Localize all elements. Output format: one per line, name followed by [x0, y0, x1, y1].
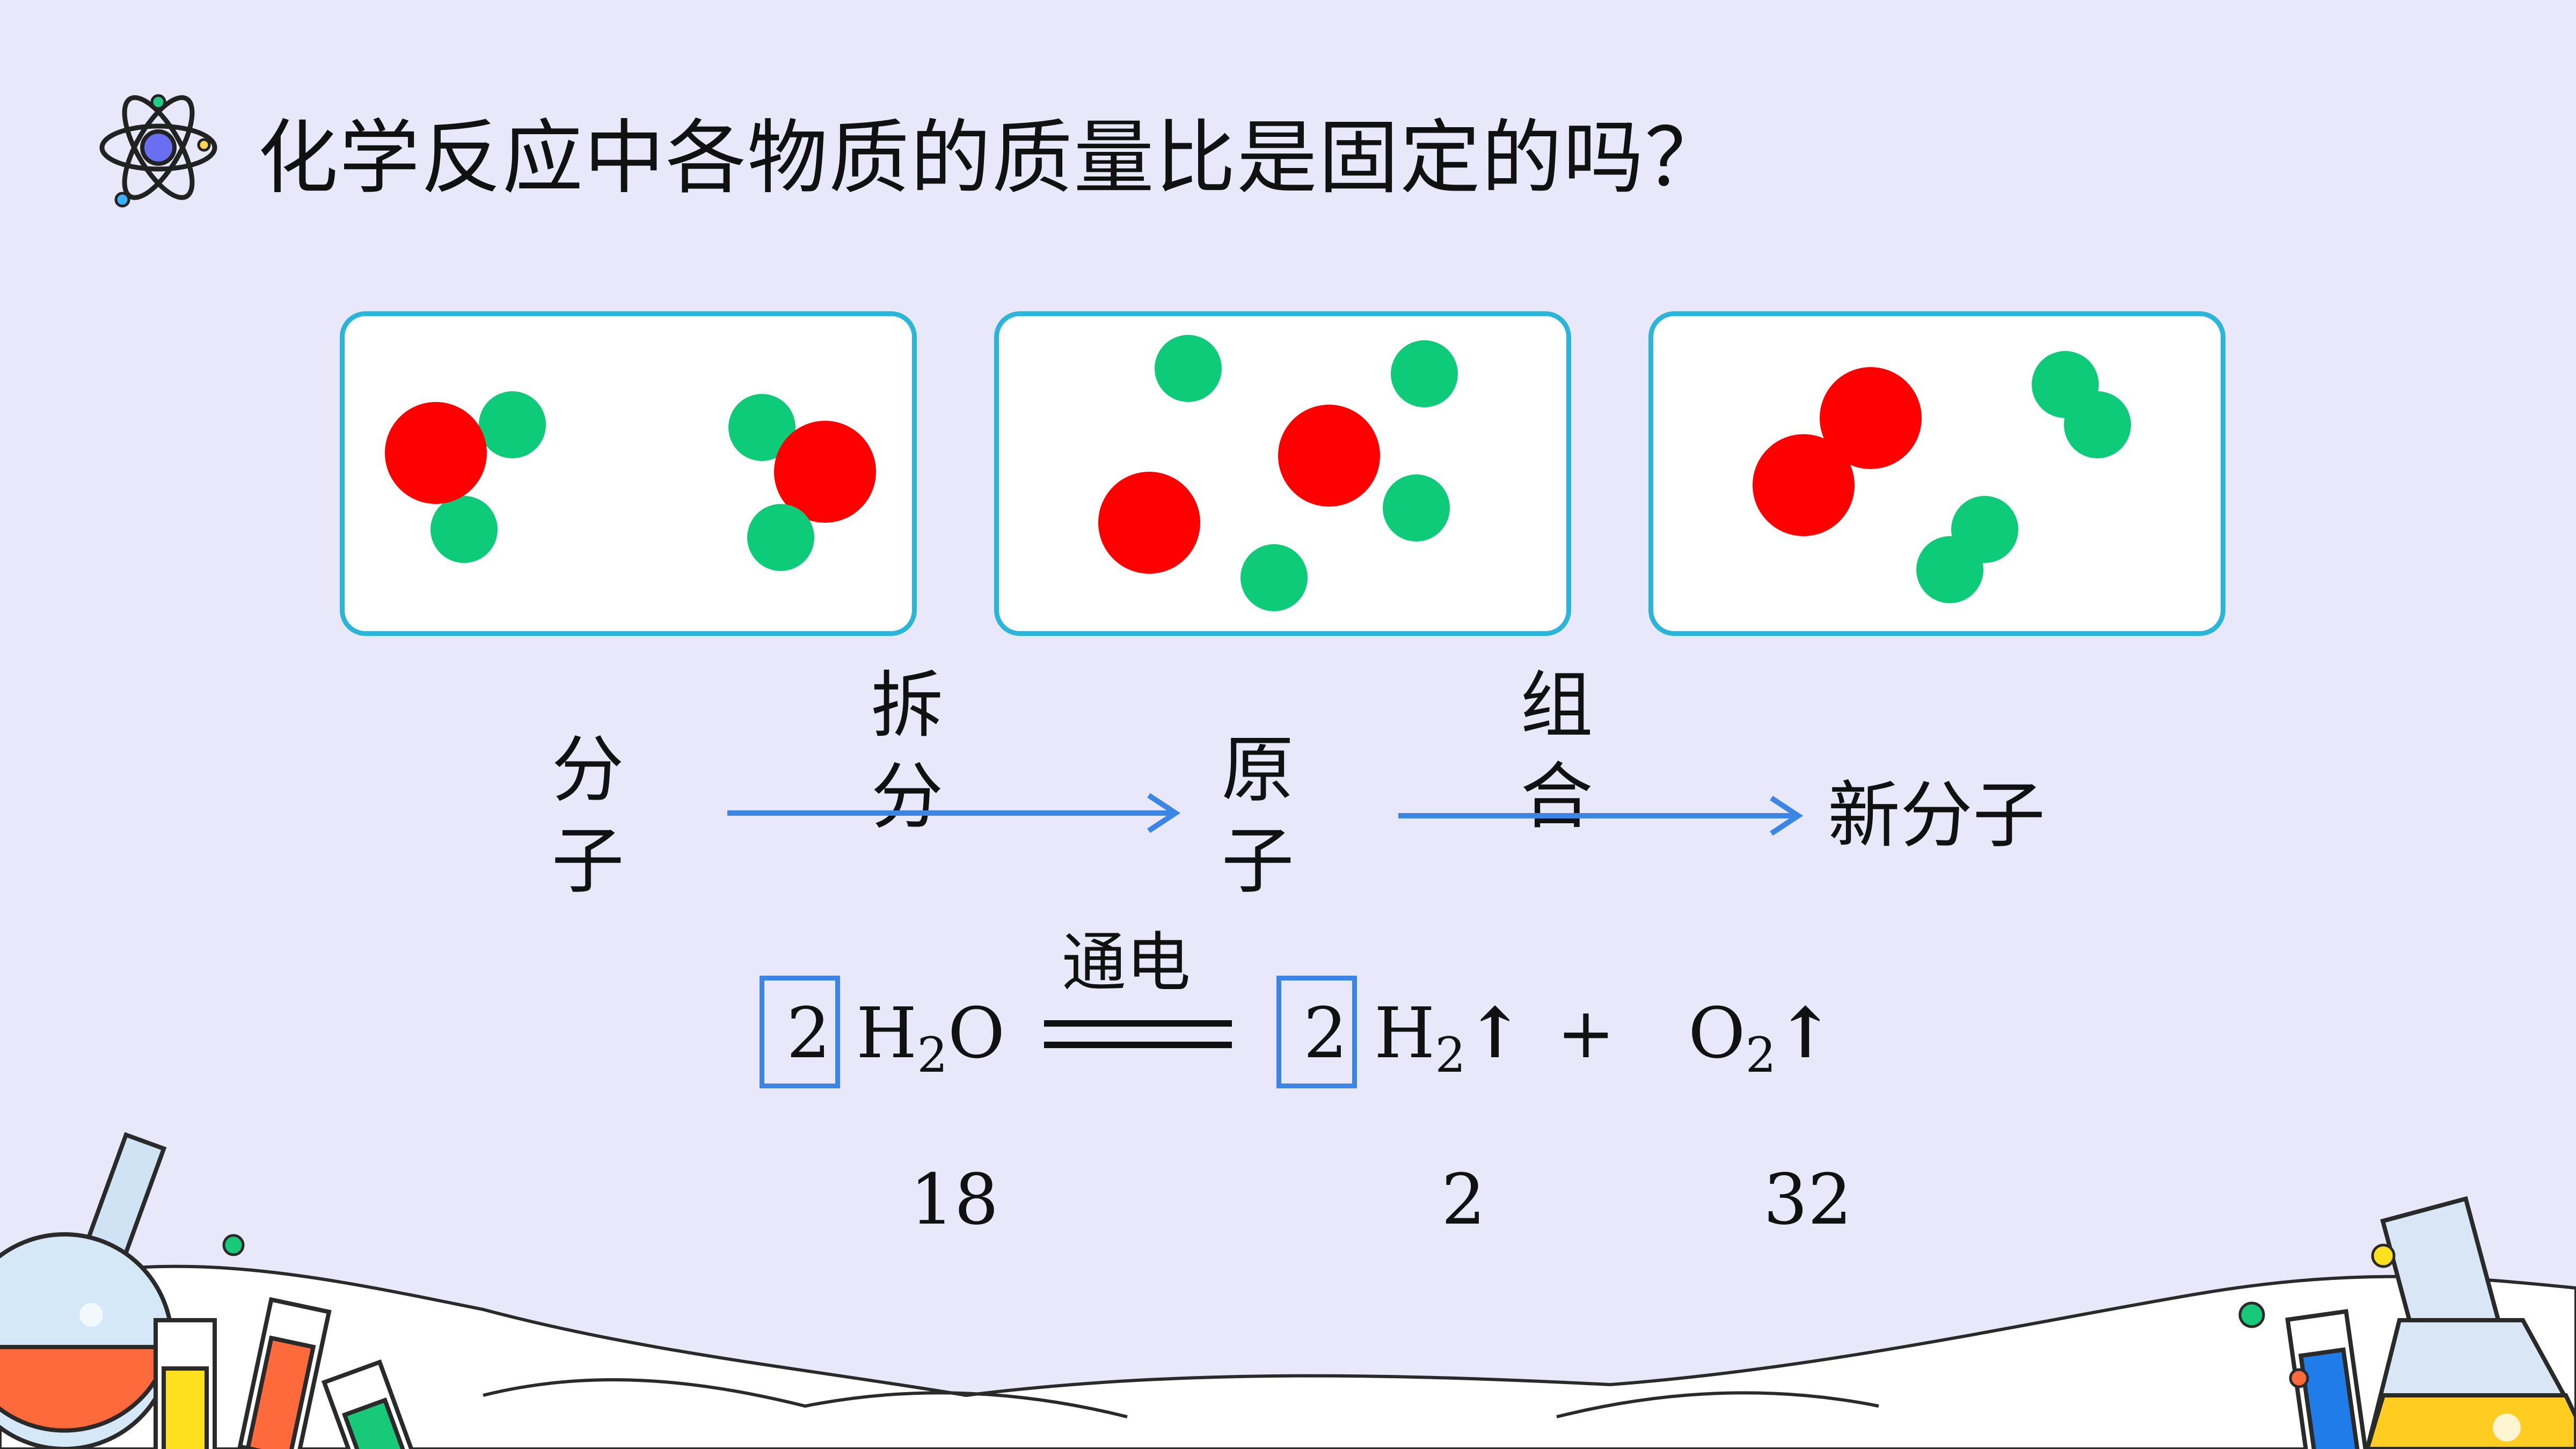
water-formula: H2O [856, 992, 1005, 1084]
plus-sign: + [1557, 992, 1615, 1074]
hydrogen-atom [430, 496, 498, 563]
lab-glassware-decoration [0, 1132, 2576, 1449]
hydrogen-atom [479, 391, 546, 458]
hydrogen-mass: 2 [1441, 1159, 1486, 1240]
oxygen-atom [1278, 405, 1380, 507]
coefficient-hydrogen: 2 [1303, 992, 1348, 1074]
combine-arrow [1398, 795, 1804, 836]
water-mass: 18 [910, 1159, 999, 1240]
coefficient-box [1276, 976, 1357, 1088]
hydrogen-atom [1916, 536, 1983, 603]
new-molecule-label: 新分子 [1828, 773, 2045, 858]
coefficient-water: 2 [786, 992, 831, 1074]
hydrogen-atom [1391, 340, 1458, 407]
oxygen-atom [385, 402, 487, 504]
new-molecules-panel [1648, 311, 2225, 636]
oxygen-atom [1753, 434, 1855, 536]
molecules-panel [340, 311, 917, 636]
combine-label: 组合 [1520, 663, 1593, 839]
hydrogen-atom [1155, 335, 1222, 402]
hydrogen-atom [747, 504, 814, 571]
split-label: 拆分 [871, 663, 944, 839]
atom-icon [99, 94, 217, 208]
condition-label: 通电 [1062, 926, 1191, 1000]
atoms-panel [994, 311, 1571, 636]
page-title: 化学反应中各物质的质量比是固定的吗？ [258, 112, 1727, 205]
oxygen-formula: O2↑ [1688, 992, 1835, 1084]
atom-label: 原子 [1221, 728, 1294, 903]
hydrogen-atom [1383, 474, 1450, 541]
gas-arrow: ↑ [1465, 992, 1524, 1074]
hydrogen-formula: H2↑ [1374, 992, 1524, 1084]
equals-sign [1044, 1020, 1232, 1048]
hydrogen-atom [1240, 544, 1308, 611]
coefficient-box [760, 976, 840, 1088]
split-arrow [727, 793, 1181, 833]
oxygen-atom [1098, 472, 1200, 574]
molecule-label: 分子 [551, 728, 624, 903]
gas-arrow: ↑ [1776, 992, 1835, 1074]
oxygen-mass: 32 [1763, 1159, 1852, 1240]
hydrogen-atom [2064, 391, 2131, 458]
